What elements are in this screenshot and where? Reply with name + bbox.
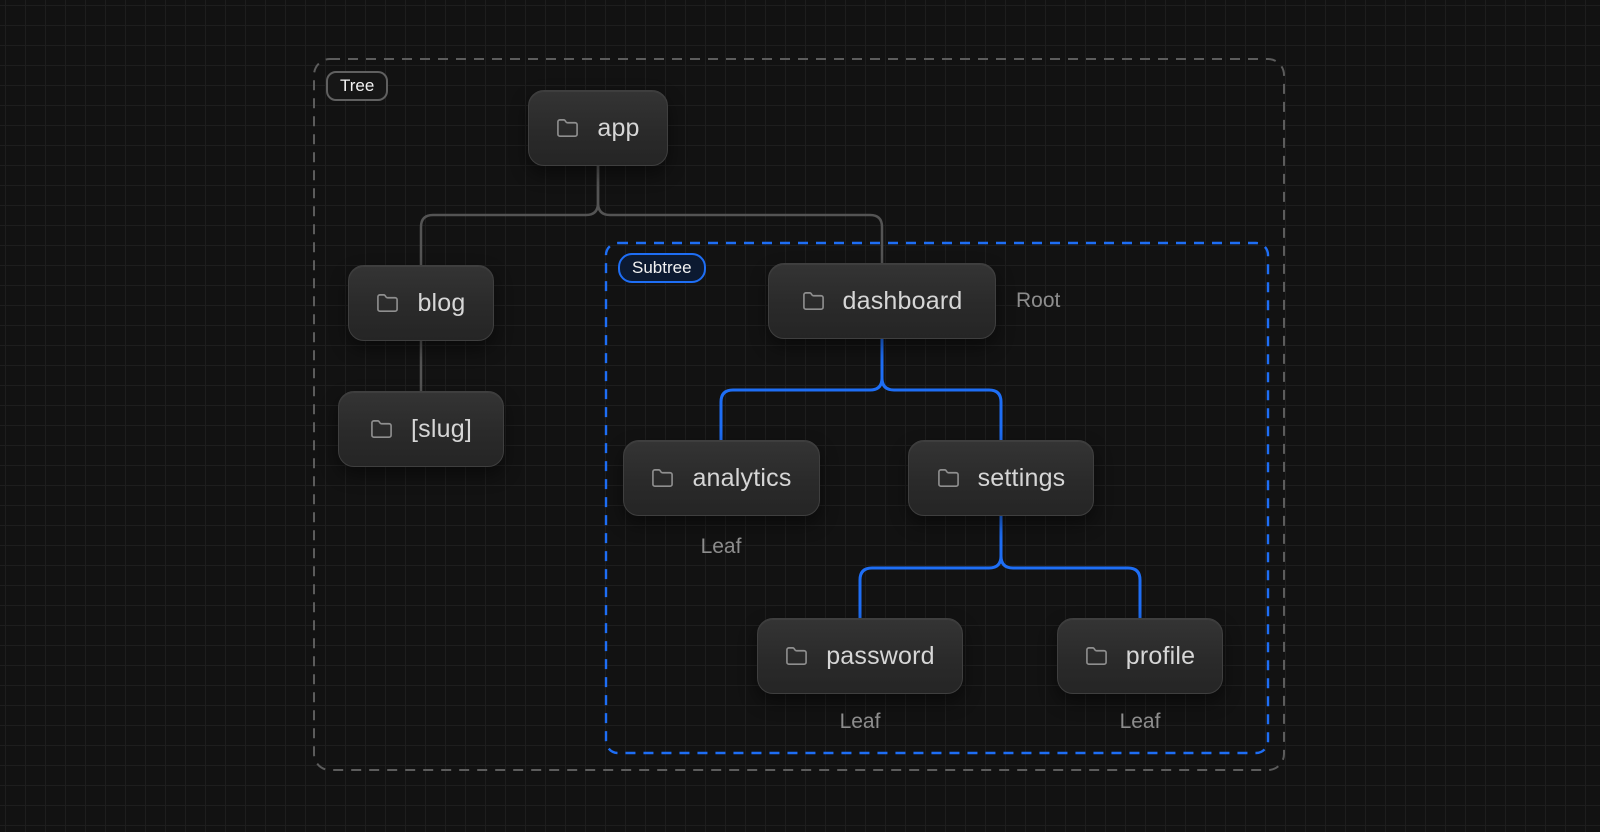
folder-icon <box>1085 646 1107 665</box>
node-blog-label: blog <box>417 288 466 317</box>
node-password: password <box>757 618 963 694</box>
node-profile-label: profile <box>1125 641 1196 670</box>
tree-group-chip: Tree <box>326 71 389 101</box>
subtree-group-chip-label: Subtree <box>632 258 692 277</box>
node-profile: profile <box>1057 618 1223 694</box>
leaf-annotation-analytics: Leaf <box>700 535 742 558</box>
edge-app-dashboard <box>596 166 884 263</box>
leaf-annotation-password: Leaf <box>839 710 881 733</box>
folder-icon <box>371 419 392 438</box>
node-app: app <box>528 90 668 166</box>
edge-settings-profile <box>999 516 1142 618</box>
folder-icon <box>377 293 399 312</box>
edge-dashboard-analytics <box>719 339 884 440</box>
edge-dashboard-settings <box>880 339 1003 440</box>
node-password-label: password <box>826 641 935 670</box>
node-slug-label: [slug] <box>411 414 472 443</box>
folder-icon <box>802 291 824 310</box>
subtree-group-chip: Subtree <box>618 253 706 283</box>
folder-icon <box>937 468 959 487</box>
node-dashboard-label: dashboard <box>842 286 963 315</box>
node-analytics-label: analytics <box>692 463 792 492</box>
node-settings: settings <box>908 440 1094 516</box>
node-settings-label: settings <box>977 463 1066 492</box>
node-slug: [slug] <box>338 391 504 467</box>
edge-app-blog <box>419 166 600 265</box>
tree-group-chip-label: Tree <box>340 76 375 95</box>
node-blog: blog <box>348 265 494 341</box>
folder-icon <box>786 646 808 665</box>
folder-icon <box>652 468 674 487</box>
node-dashboard: dashboard <box>768 263 996 339</box>
edge-settings-password <box>858 516 1003 618</box>
node-analytics: analytics <box>623 440 820 516</box>
leaf-annotation-profile: Leaf <box>1119 710 1161 733</box>
folder-icon <box>557 118 579 137</box>
root-annotation: Root <box>1016 289 1061 312</box>
node-app-label: app <box>597 113 640 142</box>
